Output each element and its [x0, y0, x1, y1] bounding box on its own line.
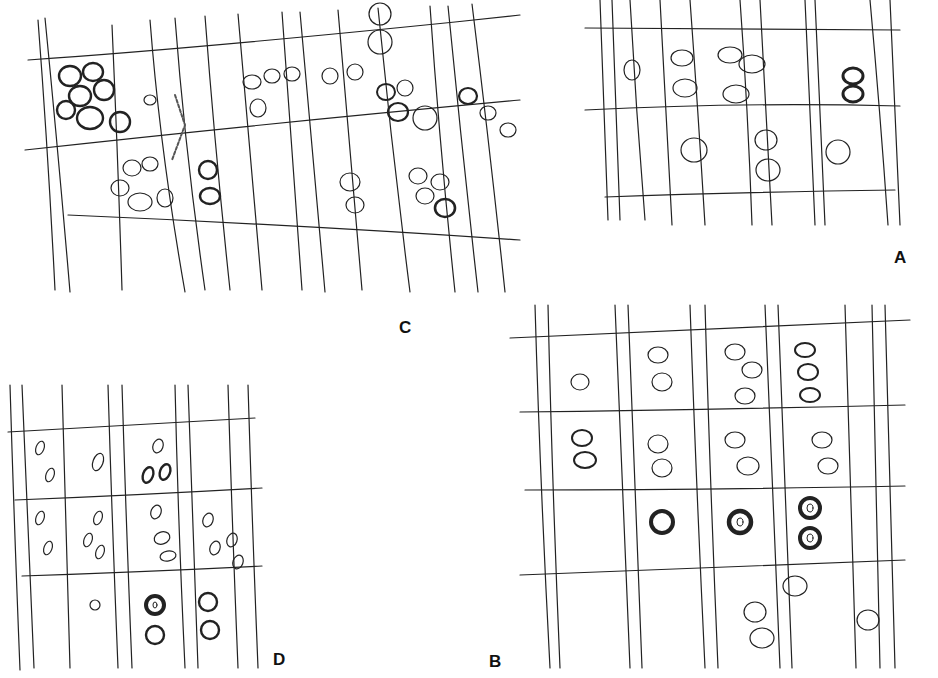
panel-letter: C [398, 318, 412, 337]
panel-d-sketch [8, 385, 262, 670]
panel-c-sketch [25, 3, 520, 292]
panel-a-sketch [585, 0, 900, 225]
panel-b-sketch [510, 305, 910, 668]
panel-letter: B [488, 652, 502, 671]
panel-letter: D [272, 650, 286, 669]
panel-letter: A [893, 248, 907, 267]
